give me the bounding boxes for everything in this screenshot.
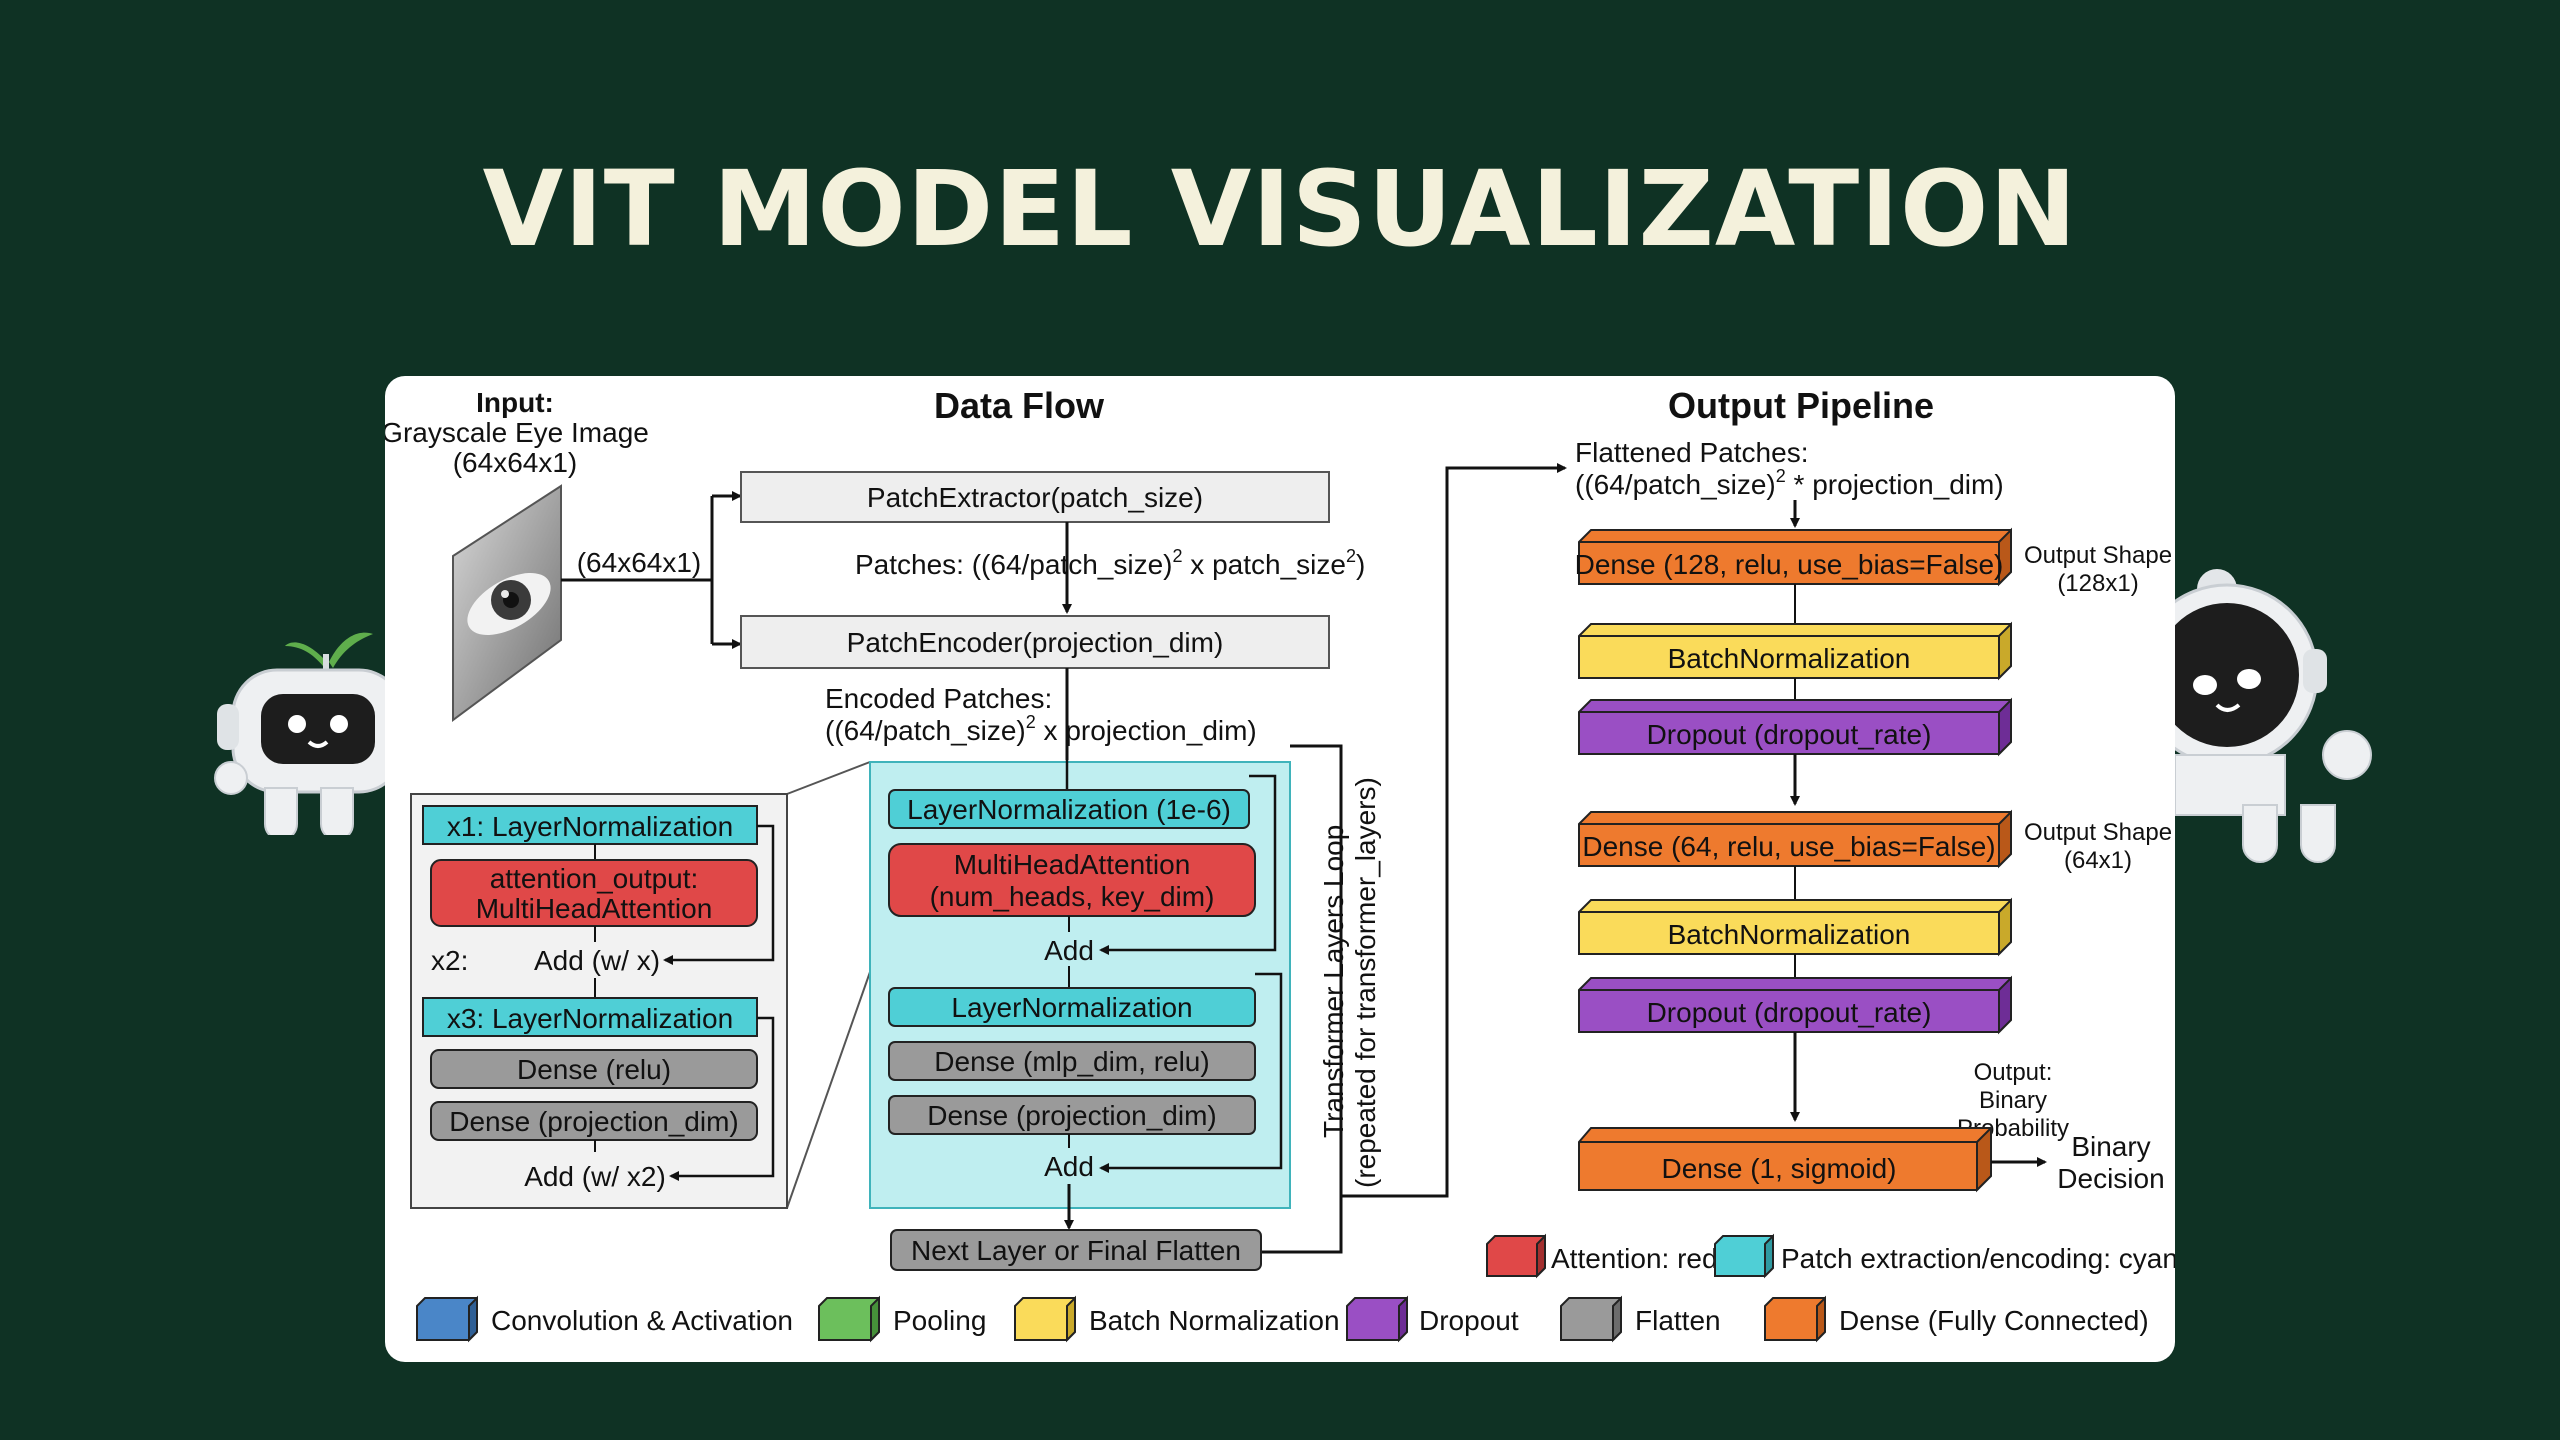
batchnorm-2-block bbox=[1578, 897, 2012, 957]
legend-item-dense: Dense (Fully Connected) bbox=[1764, 1295, 2149, 1343]
patches-label: Patches: ((64/patch_size)2 x patch_size2… bbox=[855, 546, 1365, 580]
data-flow-header: Data Flow bbox=[934, 385, 1105, 426]
add-wx-label: Add (w/ x) bbox=[534, 945, 660, 976]
tb-add1-label: Add bbox=[1044, 935, 1094, 966]
patch-encoder-box bbox=[740, 615, 1330, 669]
legend-label-pooling: Pooling bbox=[893, 1305, 986, 1336]
legend-label-dropout: Dropout bbox=[1419, 1305, 1519, 1336]
tb-mha-params: (num_heads, key_dim) bbox=[930, 881, 1215, 912]
x2-label: x2: bbox=[431, 945, 468, 976]
dense-128-block bbox=[1578, 527, 2012, 587]
tb-layernorm1-label: LayerNormalization (1e-6) bbox=[907, 794, 1231, 825]
flattened-patches-label: Flattened Patches: bbox=[1575, 437, 1808, 468]
dropout-2-label: Dropout (dropout_rate) bbox=[1647, 997, 1932, 1028]
legend-label-batchnorm: Batch Normalization bbox=[1089, 1305, 1340, 1336]
legend-attention-label: Attention: red bbox=[1551, 1243, 1718, 1274]
output-label: Output: bbox=[1974, 1059, 2053, 1086]
binary-decision-label: Binary bbox=[2071, 1131, 2150, 1162]
batchnorm-1-block bbox=[1578, 621, 2012, 681]
output-shape-128-value: (128x1) bbox=[2057, 570, 2138, 597]
dropout-2-block bbox=[1578, 975, 2012, 1035]
dropout-1-label: Dropout (dropout_rate) bbox=[1647, 719, 1932, 750]
dense-64-block bbox=[1578, 809, 2012, 869]
dense-1-block bbox=[1578, 1125, 1992, 1193]
dense-64-label: Dense (64, relu, use_bias=False) bbox=[1582, 831, 1995, 862]
x3-layernorm-label: x3: LayerNormalization bbox=[447, 1003, 733, 1034]
legend-label-flatten: Flatten bbox=[1635, 1305, 1721, 1336]
next-layer-label: Next Layer or Final Flatten bbox=[911, 1235, 1241, 1266]
dense-128-label: Dense (128, relu, use_bias=False) bbox=[1575, 549, 2004, 580]
detail-dense-relu-box bbox=[430, 1049, 758, 1089]
diagram-card: Data Flow Output Pipeline Input: Graysca… bbox=[385, 376, 2175, 1362]
tb-mha-label: MultiHeadAttention bbox=[954, 849, 1191, 880]
attention-output-label: attention_output: bbox=[490, 863, 699, 894]
binary-decision-sublabel: Decision bbox=[2057, 1163, 2164, 1194]
dense-1-label: Dense (1, sigmoid) bbox=[1662, 1153, 1897, 1184]
tb-dense-proj-box bbox=[888, 1095, 1256, 1135]
legend-label-dense: Dense (Fully Connected) bbox=[1839, 1305, 2149, 1336]
transformer-loop-sublabel: (repeated for transformer_layers) bbox=[1350, 777, 1381, 1188]
tb-layernorm2-box bbox=[888, 987, 1256, 1027]
legend-row: Convolution & Activation Pooling Batch N… bbox=[416, 1295, 2149, 1343]
patch-encoder-label: PatchEncoder(projection_dim) bbox=[847, 627, 1224, 658]
legend-item-dropout: Dropout bbox=[1346, 1295, 1519, 1343]
legend-item-flatten: Flatten bbox=[1560, 1295, 1721, 1343]
detail-dense-proj-label: Dense (projection_dim) bbox=[449, 1106, 738, 1137]
input-shape-label: (64x64x1) bbox=[577, 547, 702, 578]
output-shape-64-title: Output Shape bbox=[2024, 819, 2172, 846]
input-heading: Input: bbox=[476, 387, 554, 418]
attention-mha-label: MultiHeadAttention bbox=[476, 893, 713, 924]
eye-image bbox=[452, 484, 562, 722]
right-robot-mascot bbox=[2113, 569, 2372, 863]
dropout-1-block bbox=[1578, 697, 2012, 757]
input-description: Grayscale Eye Image bbox=[385, 417, 649, 448]
patch-extractor-label: PatchExtractor(patch_size) bbox=[867, 482, 1203, 513]
tb-mha-box bbox=[888, 843, 1256, 917]
x1-layernorm-label: x1: LayerNormalization bbox=[447, 811, 733, 842]
flattened-patches-shape: ((64/patch_size)2 * projection_dim) bbox=[1575, 466, 2004, 500]
output-shape-64-value: (64x1) bbox=[2064, 847, 2132, 874]
batchnorm-2-label: BatchNormalization bbox=[1668, 919, 1911, 950]
legend-patch-label: Patch extraction/encoding: cyan bbox=[1781, 1243, 2175, 1274]
next-layer-box bbox=[890, 1229, 1262, 1271]
batchnorm-1-label: BatchNormalization bbox=[1668, 643, 1911, 674]
output-pipeline-header: Output Pipeline bbox=[1668, 385, 1934, 426]
legend-attention-swatch bbox=[1486, 1233, 1546, 1279]
patch-extractor-box bbox=[740, 471, 1330, 523]
transformer-loop-label: Transformer Layers Loop bbox=[1318, 825, 1349, 1138]
encoded-patches-label: Encoded Patches: bbox=[825, 683, 1052, 714]
legend-patch-swatch bbox=[1714, 1233, 1774, 1279]
detail-dense-relu-label: Dense (relu) bbox=[517, 1054, 671, 1085]
tb-layernorm1-box bbox=[888, 789, 1250, 829]
tb-dense-mlp-label: Dense (mlp_dim, relu) bbox=[934, 1046, 1209, 1077]
legend-item-conv: Convolution & Activation bbox=[416, 1295, 793, 1343]
tb-add2-label: Add bbox=[1044, 1151, 1094, 1182]
encoded-patches-shape: ((64/patch_size)2 x projection_dim) bbox=[825, 712, 1257, 746]
output-binary-label: Binary bbox=[1979, 1087, 2047, 1114]
vit-diagram: Data Flow Output Pipeline Input: Graysca… bbox=[385, 385, 2175, 1343]
x3-layernorm-box bbox=[422, 997, 758, 1037]
tb-layernorm2-label: LayerNormalization bbox=[951, 992, 1192, 1023]
tb-dense-mlp-box bbox=[888, 1041, 1256, 1081]
legend-item-pooling: Pooling bbox=[818, 1295, 986, 1343]
add-wx2-label: Add (w/ x2) bbox=[524, 1161, 666, 1192]
output-shape-128-title: Output Shape bbox=[2024, 542, 2172, 569]
input-size: (64x64x1) bbox=[453, 447, 578, 478]
tb-dense-proj-label: Dense (projection_dim) bbox=[927, 1100, 1216, 1131]
page-title: VIT MODEL VISUALIZATION bbox=[482, 148, 2078, 270]
x1-layernorm-box bbox=[422, 805, 758, 845]
legend-label-conv: Convolution & Activation bbox=[491, 1305, 793, 1336]
legend-item-batchnorm: Batch Normalization bbox=[1014, 1295, 1340, 1343]
